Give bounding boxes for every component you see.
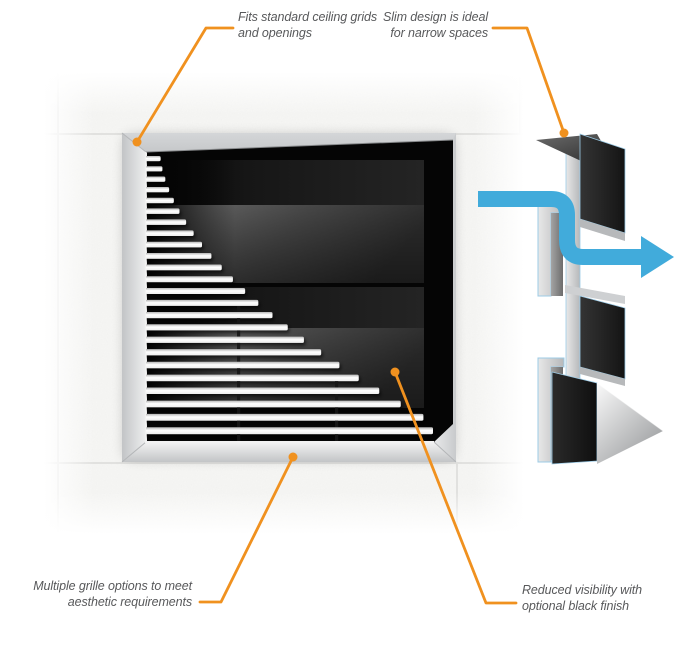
cross-section-view [536, 133, 664, 465]
leader-line-slim [491, 26, 566, 135]
annotation-grille-options: Multiple grille options to meet aestheti… [33, 578, 192, 610]
grille-louvers [146, 156, 433, 441]
annotation-reduced-visibility: Reduced visibility with optional black f… [522, 582, 642, 614]
callout-dot-grille-options [288, 452, 298, 462]
callout-leaders [135, 26, 566, 605]
mid-blade-face [579, 295, 626, 380]
airflow-arrow [478, 191, 674, 278]
callout-dots [132, 128, 569, 462]
bottom-blade-face [551, 371, 598, 465]
top-blade-face [579, 133, 626, 234]
grille-interior [145, 139, 454, 443]
annotation-line: and openings [238, 26, 312, 40]
annotation-line: Multiple grille options to meet [33, 579, 192, 593]
callout-dot-visibility [390, 367, 400, 377]
annotation-line: Reduced visibility with [522, 583, 642, 597]
annotation-line: for narrow spaces [390, 26, 488, 40]
airflow-arrow-shaft [478, 191, 641, 265]
top-blade-edge [580, 219, 625, 241]
leader-line-grille-options [198, 455, 295, 604]
airflow-arrow-head [641, 236, 674, 278]
annotation-line: optional black finish [522, 599, 629, 613]
annotation-fits-standard-grids: Fits standard ceiling grids and openings [238, 9, 377, 41]
annotation-line: aesthetic requirements [67, 595, 192, 609]
leader-line-fits [135, 26, 235, 144]
mid-blade-edge [580, 367, 625, 386]
callout-dot-fits [132, 137, 142, 147]
annotation-slim-design: Slim design is ideal for narrow spaces [383, 9, 488, 41]
underside-highlight [596, 382, 664, 432]
callout-dot-slim [559, 128, 569, 138]
annotation-line: Fits standard ceiling grids [238, 10, 378, 24]
annotation-line: Slim design is ideal [383, 10, 488, 24]
bottom-blade-underside [597, 383, 663, 464]
leader-line-visibility [393, 370, 518, 605]
mid-blade-flange [565, 285, 625, 304]
